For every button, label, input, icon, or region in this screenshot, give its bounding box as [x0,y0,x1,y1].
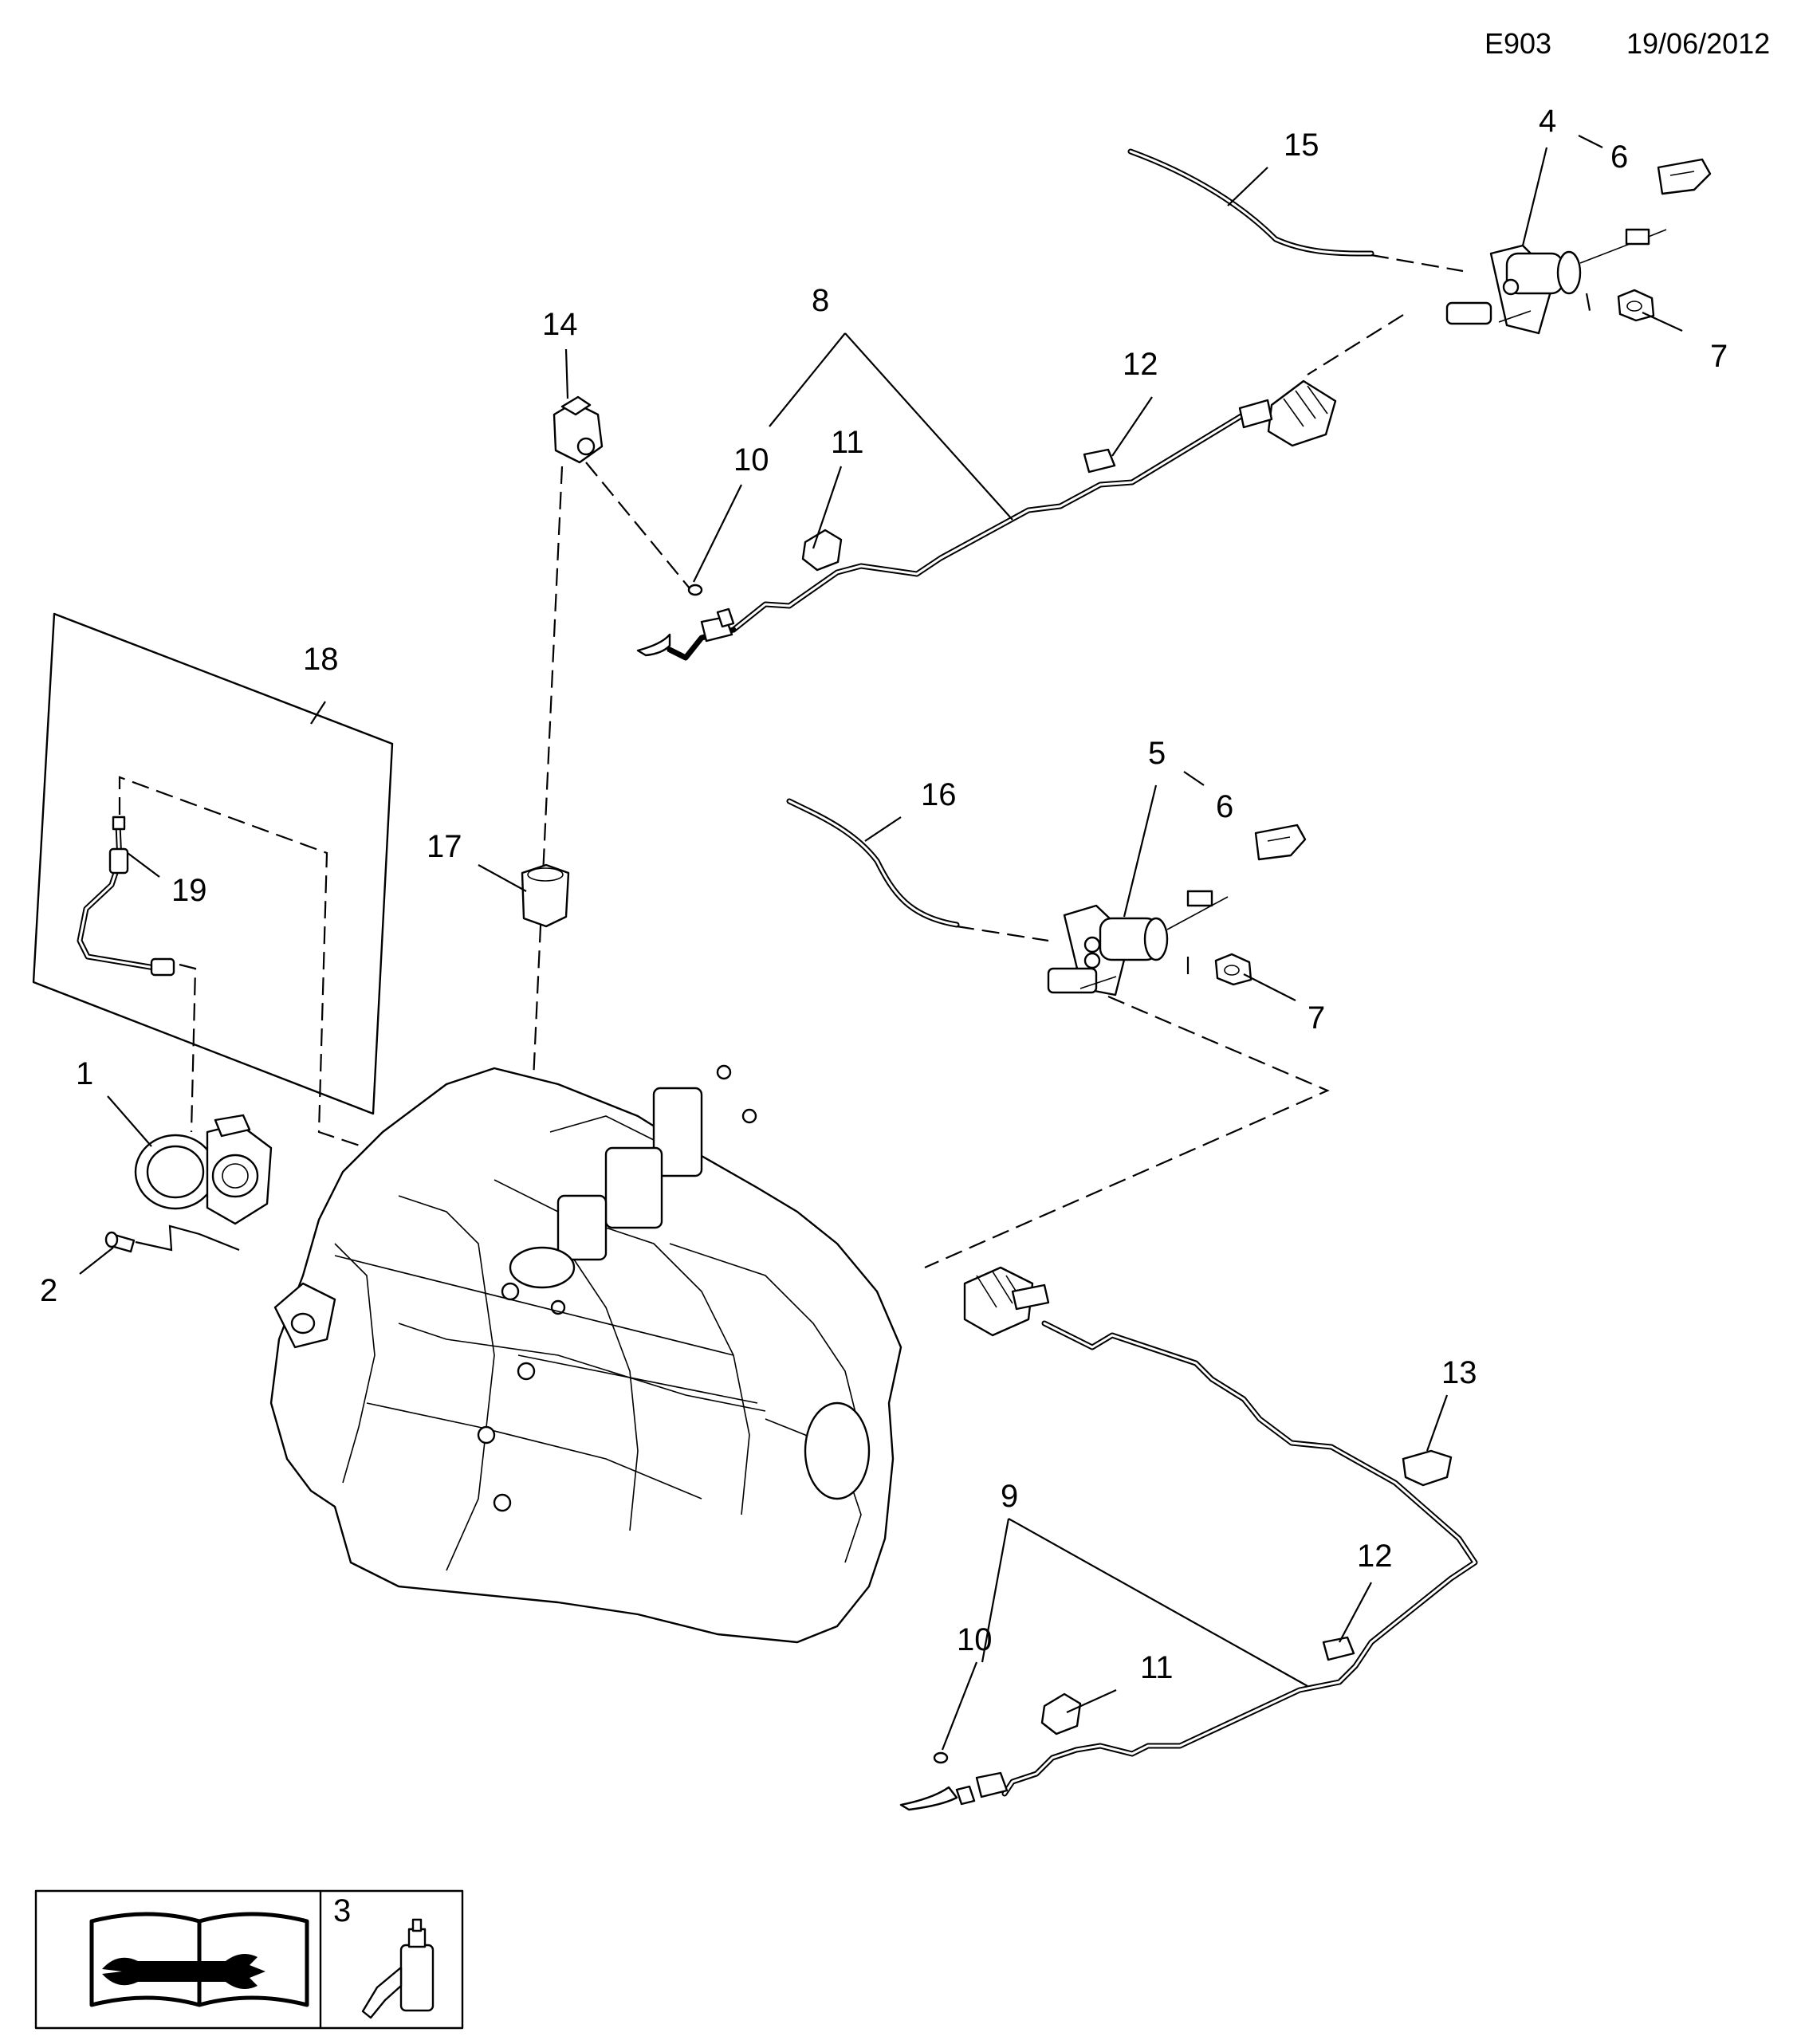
callout-14: 14 [542,307,578,342]
callout-8: 8 [812,283,829,318]
callout-9: 9 [1001,1479,1018,1514]
callout-3: 3 [333,1893,351,1928]
part-11-clip-lower [1040,1692,1082,1735]
callout-5: 5 [1148,736,1166,771]
callout-16: 16 [921,777,957,812]
part-19-pipe-in-panel [77,816,175,977]
part-11-clip-upper [801,529,843,572]
part-13-clip [1402,1449,1453,1487]
part-8-clutch-pipe-upper [636,379,1337,661]
part-2-bolt [104,1231,136,1253]
part-1-release-bearing [134,1114,273,1225]
callout-19: 19 [171,873,207,908]
callout-6-upper: 6 [1610,140,1628,175]
leader-lines [79,135,1683,1751]
callout-13: 13 [1441,1355,1477,1390]
callout-7-upper: 7 [1710,339,1728,374]
part-12-clip-upper [1083,448,1116,474]
callout-17: 17 [427,829,462,864]
part-6-clip-lower [1254,823,1307,861]
callout-11-upper: 11 [831,425,864,460]
part-4-master-cylinder-upper [1445,228,1667,335]
sheet-code: E903 [1485,27,1552,60]
callout-1: 1 [76,1056,93,1091]
part-17-grommet [521,863,570,928]
transmission-housing [269,1064,902,1644]
callout-6-lower: 6 [1216,789,1233,824]
callout-2: 2 [40,1273,57,1308]
part-14-bleed-valve [553,395,604,464]
callout-11-lower: 11 [1140,1650,1174,1685]
callout-7-lower: 7 [1308,1000,1325,1036]
part-16-hose-lower [786,798,960,928]
callout-10-upper: 10 [733,442,769,478]
part-12-clip-lower [1322,1636,1355,1661]
wrench-book-icon [89,1912,309,2007]
callout-12-upper: 12 [1123,347,1158,382]
part-6-clip-upper [1657,158,1712,195]
part-10-seal-upper [687,584,703,596]
part-5-master-cylinder-lower [1047,890,1229,996]
part-18-panel [32,612,394,1115]
part-7-nut-lower [1214,953,1252,986]
part-9-clutch-pipe-lower [899,1266,1478,1811]
callout-labels: 4 6 7 15 12 8 10 11 14 17 18 19 1 2 5 6 … [40,104,1728,1685]
callout-18: 18 [303,642,339,677]
part-15-hose-upper [1127,148,1374,257]
callout-10-lower: 10 [957,1622,993,1657]
callout-15: 15 [1284,128,1319,163]
callout-12-lower: 12 [1357,1539,1393,1574]
callout-4: 4 [1539,104,1556,139]
part-10-seal-lower [933,1751,949,1764]
lubricant-bottle-icon [361,1918,435,2019]
sheet-date: 19/06/2012 [1626,27,1771,60]
